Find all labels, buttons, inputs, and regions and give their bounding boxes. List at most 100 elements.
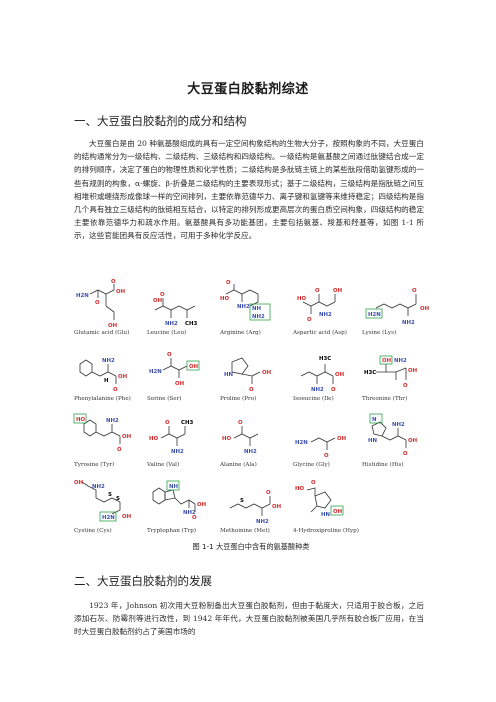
amino-acid-name: Methoinine (Met) [220, 528, 270, 534]
n-label: N [372, 417, 377, 423]
o-label: O [403, 383, 408, 389]
o-label: O [238, 420, 243, 426]
nh2-label: NH2 [92, 484, 105, 490]
hn-label: HN [224, 372, 234, 378]
amino-acid-cell: H3C OH NH2 OH O Threonine (Thr) [362, 346, 432, 411]
o-label: O [160, 292, 165, 298]
serine-structure: H2N O OH OH [149, 352, 200, 387]
nh2-label: NH2 [311, 387, 324, 393]
o-label: O [307, 317, 312, 323]
ch3-label: CH3 [181, 420, 193, 426]
o-label: O [324, 453, 329, 459]
oh-label: OH [108, 323, 118, 329]
amino-acid-cell: H3C NH2 OH O Isoeucine (Ile) [293, 346, 363, 411]
nh2-label: NH2 [183, 510, 196, 516]
oh-label: OH [337, 436, 347, 442]
oh-label: OH [335, 372, 345, 378]
amino-acid-cell: O HO NH2 NH NH2 Arginine (Arg) [220, 280, 290, 345]
oh-label: OH [272, 504, 282, 510]
o-label: O [111, 279, 116, 285]
phenylalanine-structure: NH2 OH O H [79, 358, 128, 393]
oh-label: OH [382, 358, 392, 364]
nh2-label: NH2 [106, 418, 119, 424]
amino-acid-name: Proline (Pro) [220, 396, 257, 402]
amino-acid-name: Tyrosine (Tyr) [74, 462, 115, 468]
oh-label: OH [189, 364, 199, 370]
amino-acid-cell: NH2 OH O H Phenylalanine (Phe) [74, 346, 144, 411]
oh-label: OH [333, 509, 343, 515]
nh2-label: NH2 [256, 519, 269, 525]
amino-acid-name: Tryptophan (Trp) [147, 528, 197, 534]
oh-label: OH [118, 374, 128, 380]
nh2-label: NH2 [102, 358, 115, 364]
amino-acid-name: Threonine (Thr) [362, 396, 408, 402]
amino-acid-name: Serine (Ser) [147, 396, 182, 402]
o-label: O [266, 490, 271, 496]
histidine-structure: N HN NH2 OH O [368, 413, 418, 457]
arginine-structure: O HO NH2 NH NH2 [220, 280, 271, 321]
glycine-structure: H2N OH O [295, 436, 347, 459]
nh2-label: NH2 [319, 312, 332, 318]
amino-acid-cell: N HN NH2 OH O Histidine (His) [362, 412, 432, 477]
amino-acid-cell: HO NH2 OH O Tyrosine (Tyr) [73, 412, 144, 477]
o-label: O [403, 451, 408, 457]
amino-acid-cell: H2N O OH OH Serine (Ser) [147, 346, 217, 411]
ho-label: HO [295, 486, 305, 492]
h2n-label: H2N [295, 440, 308, 446]
ho-label: HO [297, 296, 307, 302]
ho-label: HO [149, 436, 159, 442]
aspartic-acid-structure: HO O O NH2 OH [297, 288, 343, 323]
amino-acid-cell: H2N O OH NH2 Lysine (Lys) [362, 280, 432, 345]
o-label: O [249, 387, 254, 393]
oh-label: OH [197, 502, 207, 508]
oh-label: OH [122, 434, 132, 440]
oh-label: OH [74, 480, 84, 486]
amino-acid-cell: HO O NH2 Alanine (Ala) [220, 412, 290, 477]
amino-acid-cell: NH NH2 OH O Tryptophan (Trp) [147, 478, 217, 543]
nh2-label: NH2 [171, 449, 184, 455]
nh2-label: NH2 [252, 314, 265, 320]
oh-label: OH [116, 289, 126, 295]
oh-label: OH [122, 514, 132, 520]
amino-acid-name: Phenylalanine (Phe) [74, 396, 131, 402]
lysine-structure: H2N O OH NH2 [365, 288, 430, 326]
oh-label: OH [408, 368, 418, 374]
h3c-label: H3C [364, 370, 376, 376]
o-label: O [117, 447, 122, 453]
amino-acid-name: Alanine (Ala) [220, 462, 257, 468]
nh2-label: NH2 [402, 320, 415, 326]
threonine-structure: H3C OH NH2 OH O [364, 355, 418, 389]
alanine-structure: HO O NH2 [222, 420, 259, 455]
tyrosine-structure: HO NH2 OH O [73, 413, 132, 453]
amino-acid-cell: HN OH O Proline (Pro) [220, 346, 290, 411]
h3c-label: H3C [319, 356, 331, 362]
h2n-label: H2N [149, 369, 162, 375]
section-heading-development: 二、大豆蛋白胶黏剂的发展 [74, 574, 212, 588]
amino-acid-name: Valine (Val) [147, 462, 180, 468]
nh2-label: NH2 [237, 304, 250, 310]
oh-label: OH [333, 288, 343, 294]
nh2-label: NH2 [394, 358, 407, 364]
amino-acid-cell: S O OH NH2 Methoinine (Met) [220, 478, 290, 543]
h2n-label: H2N [76, 293, 89, 299]
amino-acid-name: Aspartic acid (Asp) [293, 330, 347, 336]
oh-label: OH [420, 306, 430, 312]
amino-acid-name: Glutamic acid (Glu) [74, 330, 130, 336]
nh-label: NH [252, 306, 262, 312]
o-label: O [113, 387, 118, 393]
ho-label: HO [76, 417, 86, 423]
amino-acid-cell: OH O NH2 CH3 Leucine (Leu) [147, 280, 217, 345]
hn-label: HN [368, 438, 378, 444]
oh-label: OH [175, 381, 185, 387]
hydroxyproline-structure: HO O HN OH [295, 480, 344, 518]
nh2-label: NH2 [244, 449, 257, 455]
section-paragraph-development: 1923 年，Johnson 初次用大豆粉制备出大豆蛋白胶黏剂，但由于黏度大，只… [74, 601, 424, 637]
tryptophan-structure: NH NH2 OH O [152, 480, 207, 521]
amino-acid-name: Arginine (Arg) [220, 330, 261, 336]
amino-acid-cell: OH NH2 S S H2N OH Cystine (Cys) [74, 478, 144, 543]
amino-acid-cell: HO O O NH2 OH Aspartic acid (Asp) [293, 280, 363, 345]
oh-label: OH [262, 370, 272, 376]
h-label: H [104, 378, 109, 384]
amino-acid-cell: OH O H2N O OH Glutamic acid (Glu) [74, 279, 144, 345]
